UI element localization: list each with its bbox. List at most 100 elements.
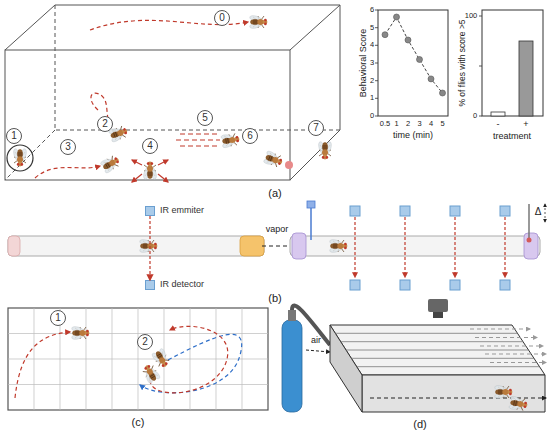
score-line-chart (417, 57, 423, 63)
fly-behaviours (317, 141, 332, 159)
panel-label: (a) (268, 188, 281, 199)
vapor-tube (307, 201, 315, 208)
percent-bar-chart (482, 10, 543, 116)
score-line-chart (375, 10, 378, 11)
activity-tube (8, 236, 20, 256)
flow-chamber (433, 312, 443, 318)
tick-label: 3 (370, 59, 374, 67)
fly-behaviours (220, 131, 241, 149)
vapor-tube (524, 233, 538, 259)
vapor-tube (400, 206, 410, 216)
score-line-chart (375, 116, 378, 117)
vapor-tube (527, 238, 532, 243)
percent-bar-chart (519, 41, 533, 116)
flow-chamber (475, 337, 537, 338)
vapor-tube (450, 206, 460, 216)
tick-label: 3 (417, 120, 421, 128)
tick-label: 4 (370, 42, 374, 50)
flow-chamber (335, 333, 539, 366)
open-field-grid (15, 332, 70, 398)
callout-number: 1 (55, 313, 61, 323)
flow-chamber (470, 329, 546, 363)
callout-circle: 6 (242, 128, 258, 144)
axis-title: time (min) (393, 131, 433, 140)
fly-behaviours (249, 14, 267, 29)
score-line-chart (394, 14, 400, 20)
flow-chamber (490, 362, 546, 363)
vapor-tube (500, 206, 510, 216)
tick-label: 4 (429, 120, 433, 128)
callout-circle: 1 (50, 310, 66, 326)
open-field-grid (71, 325, 89, 340)
flow-chamber (508, 395, 529, 413)
panel-label: (c) (132, 417, 145, 428)
flow-chamber (306, 350, 330, 352)
flow-chamber (330, 325, 362, 412)
tick-label: - (497, 120, 500, 129)
score-line-chart (382, 14, 446, 96)
fly-behaviours (176, 140, 220, 141)
flow-chamber (494, 384, 512, 399)
arena-box (5, 5, 340, 180)
axis-title: % of flies with score >5 (458, 19, 467, 106)
axis-title: Behavioral Score (359, 29, 368, 98)
open-field-grid (8, 308, 268, 410)
vapor-tube (329, 238, 347, 253)
fly-behaviours (35, 166, 100, 178)
activity-tube (240, 236, 264, 256)
flow-chamber (485, 354, 546, 355)
vapor-tube (290, 236, 540, 256)
score-line-chart (375, 63, 378, 64)
axis-title: treatment (493, 132, 531, 141)
score-line-chart (405, 37, 411, 43)
flow-chamber (370, 398, 546, 399)
callout-circle: 2 (97, 116, 113, 132)
flow-chamber (292, 305, 330, 345)
percent-bar-chart (479, 116, 482, 117)
arena-box (5, 50, 290, 180)
score-line-chart (375, 27, 378, 28)
flow-chamber (362, 375, 545, 412)
tick-label: + (523, 120, 528, 129)
tick-label: 2 (406, 120, 410, 128)
open-field-grid (150, 347, 173, 371)
ir-beam-arrow (149, 216, 150, 280)
flow-chamber (288, 310, 296, 321)
callout-circle: 5 (197, 110, 213, 126)
score-line-chart (378, 10, 448, 116)
vapor-tube (500, 280, 510, 290)
callout-circle: 4 (142, 138, 158, 154)
flow-chamber (351, 358, 534, 359)
tick-label: 0.5 (380, 120, 390, 128)
tick-label: 5 (370, 24, 374, 32)
percent-bar-chart (491, 112, 505, 116)
fly-behaviours (180, 134, 220, 135)
percent-bar-chart (479, 66, 482, 67)
vapor-tube (350, 206, 360, 216)
vapor-tube (400, 280, 410, 290)
callout-number: 5 (202, 113, 208, 123)
tick-label: 1 (394, 120, 398, 128)
open-field-grid (8, 308, 268, 410)
callout-number: 2 (142, 337, 148, 347)
callout-circle: 3 (60, 139, 76, 155)
score-line-chart (375, 80, 378, 81)
open-field-grid (150, 326, 228, 393)
score-line-chart (375, 45, 378, 46)
tick-label: 1 (370, 95, 374, 103)
vapor-tube (292, 233, 306, 259)
flow-chamber (282, 299, 546, 413)
arena-box (5, 5, 340, 180)
flow-chamber (470, 329, 530, 330)
fly-behaviours (158, 174, 168, 182)
tick-label: 0 (473, 112, 477, 120)
flow-chamber (330, 325, 545, 375)
vapor-tube (310, 207, 312, 240)
flow-label: air (311, 336, 321, 345)
fly-behaviours (262, 149, 285, 170)
score-line-chart (440, 90, 446, 96)
open-field-grid (8, 308, 268, 410)
vapor-tube (354, 217, 355, 277)
